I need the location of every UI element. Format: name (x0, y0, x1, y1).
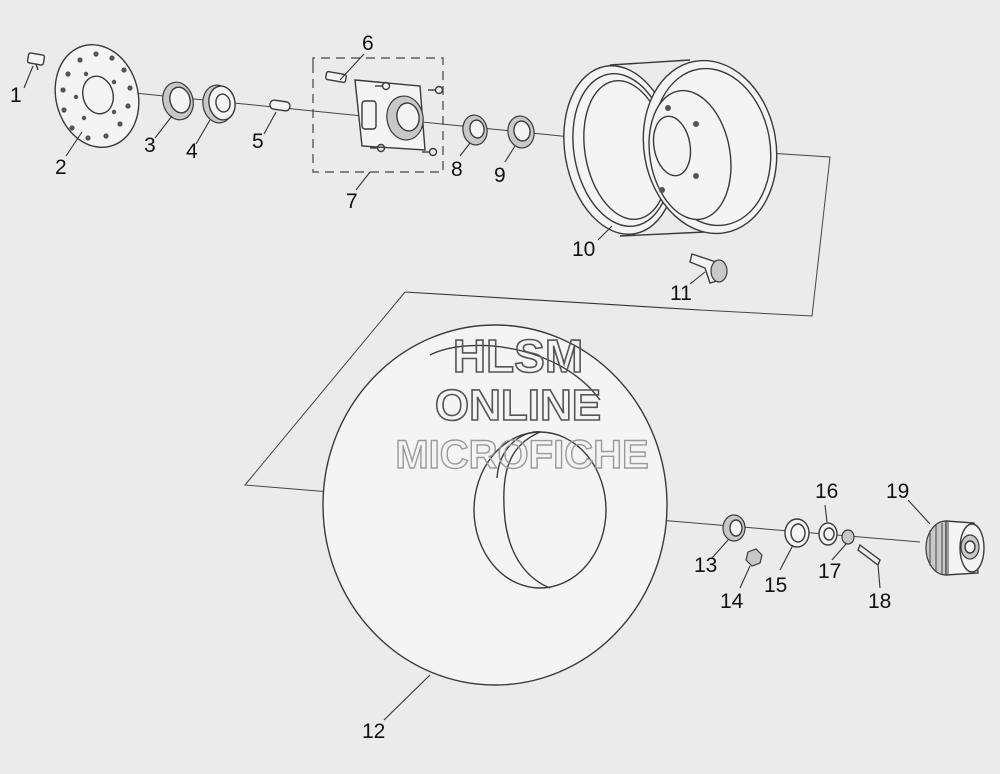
part-18-cotter-pin (857, 543, 881, 567)
callout-6: 6 (362, 32, 374, 55)
part-19-dust-cap (925, 520, 985, 576)
part-11-valve-stem (689, 253, 728, 284)
part-6-stud (325, 70, 347, 84)
callout-18: 18 (868, 590, 891, 613)
part-13-bearing (722, 514, 746, 542)
callout-17: 17 (818, 560, 841, 583)
callout-19: 19 (886, 480, 909, 503)
part-12-tire (322, 324, 668, 686)
callout-14: 14 (720, 590, 744, 613)
part-15-ring (784, 518, 810, 548)
callout-7: 7 (346, 190, 358, 213)
callout-12: 12 (362, 720, 385, 743)
part-17-castle-nut (841, 529, 855, 545)
callout-8: 8 (451, 158, 463, 181)
watermark-line-1: HLSM (453, 330, 583, 382)
part-3-seal (162, 81, 194, 121)
part-7-hub-assembly (312, 57, 444, 173)
callout-4: 4 (186, 140, 198, 163)
part-4-bearing (202, 84, 236, 124)
part-16-washer (818, 522, 838, 546)
callout-labels: 1 2 3 4 5 6 7 8 9 10 11 12 13 14 15 16 1… (10, 32, 909, 743)
callout-16: 16 (815, 480, 838, 503)
part-10-wheel-rim (563, 59, 778, 237)
watermark-line-2: ONLINE (435, 381, 601, 430)
callout-11: 11 (670, 282, 692, 305)
callout-10: 10 (572, 238, 595, 261)
watermark-line-3: MICROFICHE (395, 433, 648, 477)
callout-5: 5 (252, 130, 264, 153)
part-9-seal (507, 115, 535, 149)
part-5-spacer (269, 99, 291, 112)
callout-15: 15 (764, 574, 787, 597)
part-8-bearing (462, 114, 488, 146)
callout-13: 13 (694, 554, 717, 577)
callout-9: 9 (494, 164, 506, 187)
callout-3: 3 (144, 134, 156, 157)
leader-lines (23, 53, 931, 721)
watermark: HLSM ONLINE MICROFICHE (395, 329, 650, 478)
part-1-bolt (26, 52, 46, 71)
part-2-brake-disc (54, 43, 140, 149)
callout-1: 1 (10, 84, 22, 107)
part-14-nut (745, 548, 763, 567)
callout-2: 2 (55, 156, 67, 179)
